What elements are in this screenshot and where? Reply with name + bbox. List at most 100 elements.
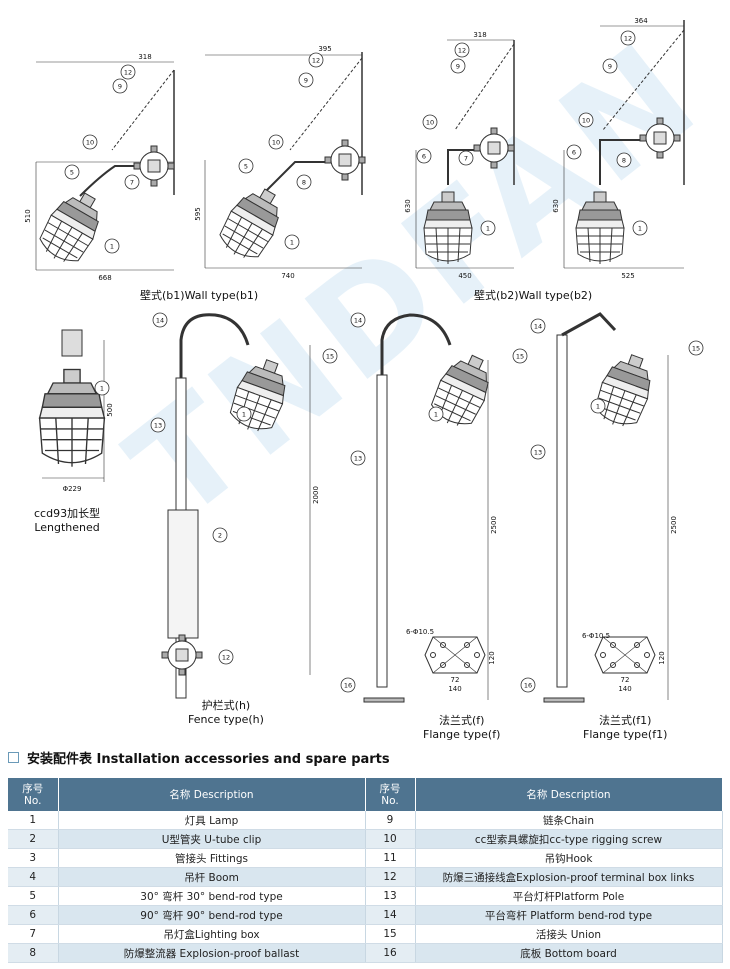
part-label: 5 bbox=[70, 169, 74, 177]
dim-f1-height: 2500 bbox=[670, 516, 678, 534]
caption-wall-b2: 壁式(b2)Wall type(b2) bbox=[474, 289, 593, 302]
dim-ccd-dia: Φ229 bbox=[63, 485, 82, 493]
dim-f1-bolt: 6-Φ10.5 bbox=[582, 632, 610, 640]
dim-b2b-height: 630 bbox=[552, 199, 560, 212]
caption-flange-f: 法兰式(f) Flange type(f) bbox=[423, 714, 500, 742]
part-label: 10 bbox=[86, 139, 94, 147]
part-label: 1 bbox=[434, 411, 438, 419]
dim-ccd-height: 500 bbox=[106, 403, 114, 416]
part-label: 9 bbox=[456, 63, 460, 71]
header-no-text: 序号 No. bbox=[379, 782, 401, 807]
table-header-row: 序号 No. 名称 Description 序号 No. 名称 Descript… bbox=[8, 778, 723, 811]
dim-f-bolt: 6-Φ10.5 bbox=[406, 628, 434, 636]
dim-f-140: 140 bbox=[448, 685, 461, 693]
part-label: 1 bbox=[596, 403, 600, 411]
part-label: 1 bbox=[638, 225, 642, 233]
part-label: 10 bbox=[582, 117, 590, 125]
caption-fence-en: Fence type(h) bbox=[188, 713, 264, 726]
part-label: 1 bbox=[290, 239, 294, 247]
cell-desc: cc型索具螺旋扣cc-type rigging screw bbox=[415, 829, 723, 849]
cell-desc: 平台弯杆 Platform bend-rod type bbox=[415, 905, 723, 925]
caption-flange-f1-en: Flange type(f1) bbox=[583, 728, 668, 741]
dim-b1b-width: 740 bbox=[281, 272, 294, 280]
dim-f1-flange-h: 120 bbox=[658, 651, 666, 664]
cell-desc: 90° 弯杆 90° bend-rod type bbox=[58, 905, 366, 925]
part-number-callouts bbox=[64, 30, 704, 693]
cell-no: 7 bbox=[8, 924, 59, 944]
part-label: 12 bbox=[624, 35, 632, 43]
cell-desc: 底板 Bottom board bbox=[415, 943, 723, 963]
caption-flange-f1-cn: 法兰式(f1) bbox=[598, 714, 652, 727]
dim-b2-height: 630 bbox=[404, 199, 412, 212]
dim-b2b-top: 364 bbox=[634, 17, 648, 25]
cell-no: 10 bbox=[365, 829, 416, 849]
flange-type-f-drawing bbox=[363, 313, 500, 703]
header-no: 序号 No. bbox=[365, 778, 416, 811]
part-label: 14 bbox=[354, 317, 362, 325]
section-title: 安装配件表 Installation accessories and spare… bbox=[8, 748, 390, 767]
cell-no: 4 bbox=[8, 867, 59, 887]
dim-b2b-width: 525 bbox=[621, 272, 634, 280]
part-label: 15 bbox=[516, 353, 524, 361]
dim-b1b-top: 395 bbox=[318, 45, 331, 53]
part-label: 13 bbox=[534, 449, 542, 457]
cell-desc: 链条Chain bbox=[415, 811, 723, 830]
part-label: 10 bbox=[426, 119, 434, 127]
part-label: 16 bbox=[524, 682, 532, 690]
dim-b1-width: 668 bbox=[98, 274, 111, 282]
part-label: 5 bbox=[244, 163, 248, 171]
installation-drawings: 12 9 10 5 7 1 12 9 10 5 8 1 12 9 10 6 7 … bbox=[24, 17, 704, 703]
cell-no: 2 bbox=[8, 829, 59, 849]
part-label: 1 bbox=[486, 225, 490, 233]
cell-desc: 活接头 Union bbox=[415, 924, 723, 944]
dim-b1-top: 318 bbox=[138, 53, 151, 61]
caption-ccd93-cn: ccd93加长型 bbox=[34, 507, 101, 520]
cell-desc: 管接头 Fittings bbox=[58, 848, 366, 868]
caption-ccd93-en: Lengthened bbox=[34, 521, 100, 534]
part-label: 9 bbox=[304, 77, 308, 85]
dim-b1-height: 510 bbox=[24, 209, 32, 222]
part-label: 7 bbox=[130, 179, 134, 187]
cell-desc: U型管夹 U-tube clip bbox=[58, 829, 366, 849]
dim-f-flange-h: 120 bbox=[488, 651, 496, 664]
cell-no: 11 bbox=[365, 848, 416, 868]
part-label: 12 bbox=[222, 654, 230, 662]
dim-f-height: 2500 bbox=[490, 516, 498, 534]
cell-desc: 平台灯杆Platform Pole bbox=[415, 886, 723, 906]
dim-f1-140: 140 bbox=[618, 685, 631, 693]
cell-desc: 防爆整流器 Explosion-proof ballast bbox=[58, 943, 366, 963]
wall-b2-drawing bbox=[415, 39, 515, 269]
dim-b2-top: 318 bbox=[473, 31, 486, 39]
part-label: 15 bbox=[692, 345, 700, 353]
header-desc: 名称 Description bbox=[415, 778, 723, 811]
cell-desc: 吊杆 Boom bbox=[58, 867, 366, 887]
part-number-text: 12 9 10 5 7 1 12 9 10 5 8 1 12 9 10 6 7 … bbox=[70, 35, 700, 690]
part-label: 16 bbox=[344, 682, 352, 690]
fence-type-drawing bbox=[161, 313, 311, 699]
header-desc: 名称 Description bbox=[58, 778, 366, 811]
caption-flange-f-en: Flange type(f) bbox=[423, 728, 501, 741]
part-label: 1 bbox=[100, 385, 104, 393]
part-label: 12 bbox=[458, 47, 466, 55]
flange-type-f1-drawing bbox=[543, 312, 669, 703]
caption-flange-f1: 法兰式(f1) Flange type(f1) bbox=[583, 714, 667, 742]
part-label: 12 bbox=[124, 69, 132, 77]
dim-h-height: 2000 bbox=[312, 486, 320, 504]
cell-no: 6 bbox=[8, 905, 59, 925]
header-no: 序号 No. bbox=[8, 778, 59, 811]
cell-no: 5 bbox=[8, 886, 59, 906]
cell-desc: 吊灯盒Lighting box bbox=[58, 924, 366, 944]
dimension-text: 318 510 668 395 595 740 318 630 450 364 … bbox=[24, 17, 678, 693]
caption-flange-f-cn: 法兰式(f) bbox=[438, 714, 485, 727]
part-label: 9 bbox=[608, 63, 612, 71]
caption-wall-b1: 壁式(b1)Wall type(b1) bbox=[140, 289, 259, 302]
cell-no: 13 bbox=[365, 886, 416, 906]
part-label: 8 bbox=[302, 179, 306, 187]
